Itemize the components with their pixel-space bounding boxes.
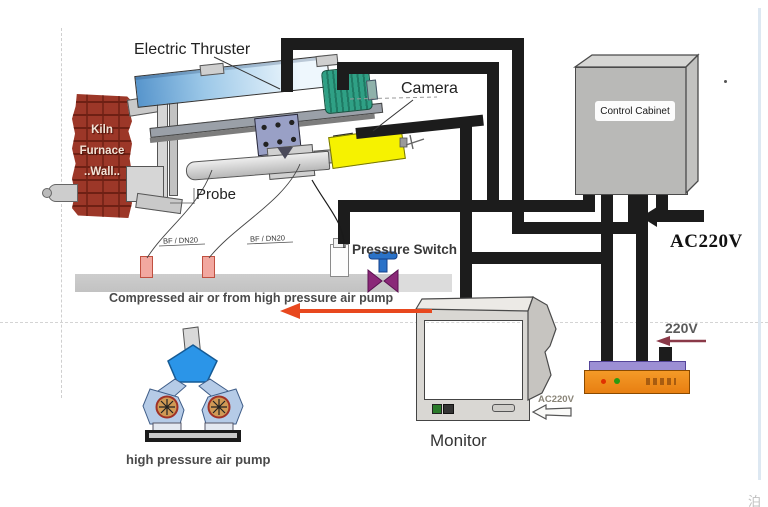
cable-top-down	[512, 38, 524, 234]
camera-tip-base	[399, 137, 408, 148]
cable-cabinet-power-out	[656, 210, 704, 222]
camera-leader-line	[372, 99, 414, 132]
psu-vents	[646, 378, 676, 385]
cable-pressure-switch-drop	[338, 200, 350, 244]
pump-stand-left	[152, 422, 182, 432]
pipe-fitting-right	[202, 256, 215, 278]
monitor-screen	[424, 320, 523, 400]
dashed-vertical-guide	[61, 28, 62, 398]
valve-body[interactable]	[367, 268, 399, 294]
monitor-label: Monitor	[430, 431, 487, 450]
camera-underline	[349, 96, 438, 100]
psu-led-green	[614, 378, 620, 384]
compressed-air-label: Compressed air or from high pressure air…	[109, 291, 394, 305]
monitor-vent-slot	[492, 404, 515, 412]
valve-handle	[368, 251, 398, 260]
pressure-switch-label: Pressure Switch	[352, 242, 458, 257]
monitor-side-face	[527, 296, 557, 401]
cabinet-side-face	[685, 53, 699, 195]
kiln-wall-line2: Furnace	[79, 145, 125, 157]
cable-cabinet-psu-1	[601, 192, 613, 364]
kiln-wall-line1: Kiln	[91, 124, 113, 136]
psu-led-red	[601, 379, 606, 384]
monitor-screen-dashline	[426, 322, 520, 323]
cabinet-power-label: AC220V	[670, 231, 743, 252]
monitor-power-label: AC220V	[538, 394, 574, 405]
air-pipe	[75, 274, 452, 292]
pump-stand-right	[204, 422, 234, 432]
dashed-horizontal-guide	[0, 322, 768, 323]
camera-tip-needle	[405, 134, 425, 150]
bf-dn20-leader-left	[146, 169, 213, 259]
bf-dn20-leader-right	[208, 163, 301, 259]
probe-label: Probe	[196, 186, 237, 203]
cabinet-power-arrow	[641, 207, 657, 227]
cable-cabinet-psu-2	[636, 192, 648, 364]
monitor-button-dark[interactable]	[443, 404, 454, 414]
bf-dn20-label-right: BF / DN20	[249, 233, 286, 244]
probe-label-tick	[170, 188, 195, 204]
watermark-glyph: 泊	[748, 494, 762, 507]
carriage-wire	[311, 179, 345, 249]
page-edge-line	[758, 8, 761, 480]
control-cabinet-label-pill: Control Cabinet	[595, 101, 675, 121]
probe-tip-nub	[42, 188, 52, 198]
electric-thruster-label: Electric Thruster	[134, 41, 251, 58]
flow-arrow-shaft	[300, 309, 432, 313]
pump-fan-left-spokes	[159, 399, 175, 415]
monitor-top-face	[414, 296, 534, 312]
thruster-leader-line	[213, 56, 281, 90]
camera-label: Camera	[401, 80, 458, 97]
cable-inner-stub	[583, 192, 595, 212]
cable-monitor-link	[460, 252, 613, 264]
cable-top-run	[281, 38, 524, 50]
monitor-power-arrow	[531, 403, 572, 421]
cable-inner-down	[487, 62, 499, 212]
cable-inner-run	[337, 62, 499, 74]
high-pressure-air-pump-label: high pressure air pump	[126, 452, 271, 467]
pump-fan-right-spokes	[211, 399, 227, 415]
pump-manifold-diamond	[167, 344, 218, 383]
pump-base-stripe	[149, 433, 237, 438]
air-pipe-light-segment	[398, 274, 452, 292]
bolt-plate-pointer	[277, 147, 293, 159]
speck-dot	[724, 80, 727, 83]
bf-dn20-label-left: BF / DN20	[162, 235, 199, 246]
flow-arrow-head	[280, 303, 300, 319]
monitor-button-green[interactable]	[432, 404, 442, 414]
control-cabinet-label: Control Cabinet	[600, 105, 670, 117]
cable-thruster-drop	[281, 46, 293, 92]
psu-power-arrow-head	[656, 336, 670, 346]
kiln-wall	[72, 94, 132, 218]
bf-dn20-underline-right	[246, 241, 294, 245]
kiln-wall-label: Kiln Furnace ..Wall..	[72, 120, 132, 183]
pipe-fitting-left	[140, 256, 153, 278]
psu-power-label: 220V	[665, 320, 698, 336]
cabinet-top-face	[572, 54, 700, 68]
kiln-wall-line3: ..Wall..	[84, 166, 120, 178]
bf-dn20-underline-left	[158, 243, 206, 247]
psu-top-stub	[659, 347, 672, 363]
